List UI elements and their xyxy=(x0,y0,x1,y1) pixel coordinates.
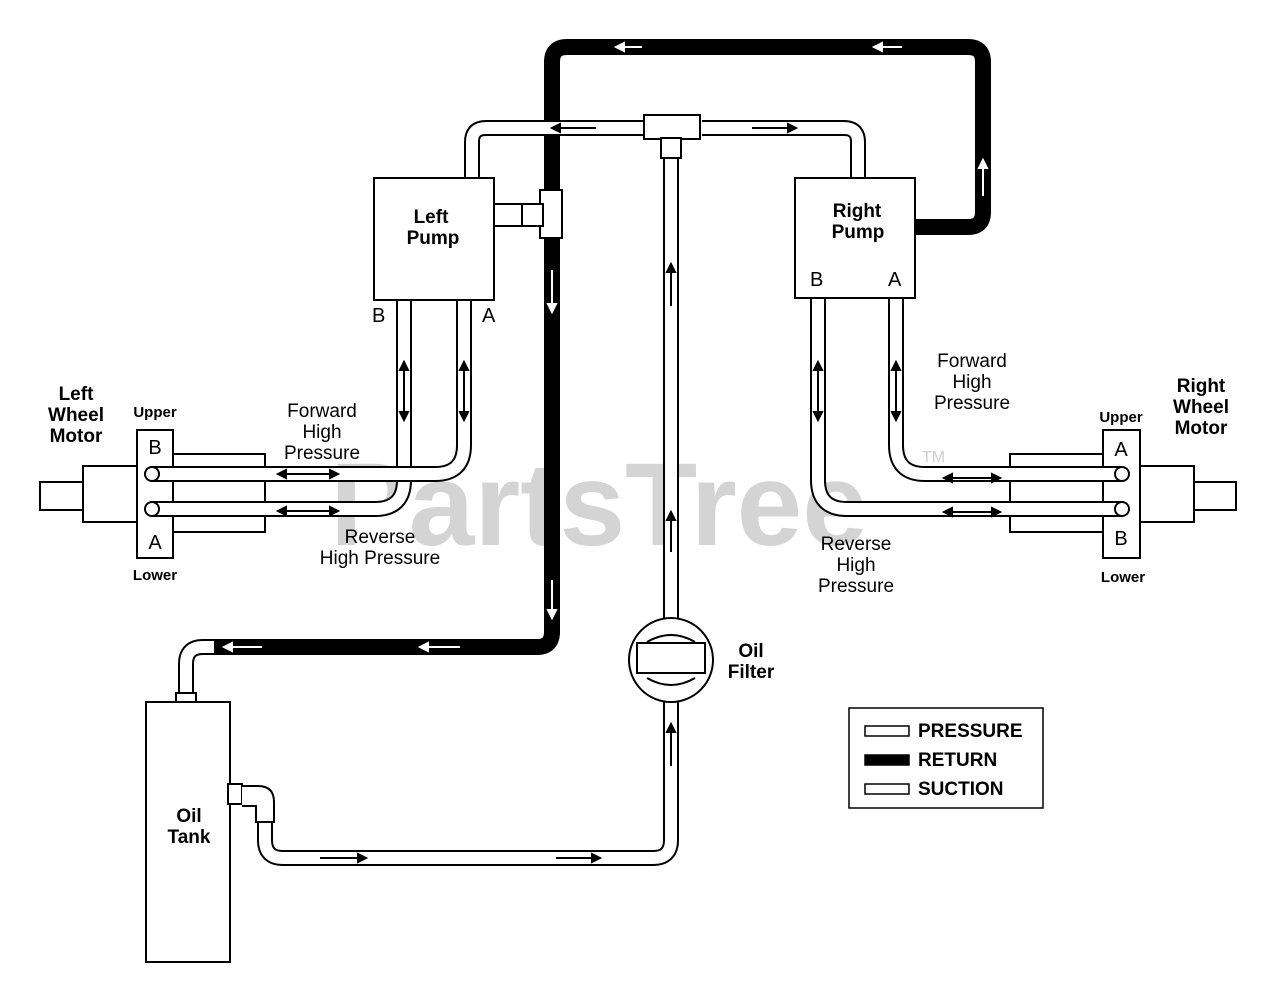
pump-feed-pipe xyxy=(464,120,866,178)
right-wheel-motor-label-3: Motor xyxy=(1175,418,1228,439)
right-motor-lower: Lower xyxy=(1101,569,1145,586)
left-motor-port-a: A xyxy=(148,532,162,554)
oil-tank xyxy=(145,701,231,963)
legend: PRESSURE RETURN SUCTION xyxy=(848,707,1044,809)
right-pump-lines xyxy=(810,298,1122,517)
bidirectional-arrows xyxy=(275,359,1003,518)
watermark-tm: TM xyxy=(922,449,945,466)
pressure-flow-arrows xyxy=(320,122,799,864)
right-pump-label-1: Right xyxy=(833,201,882,222)
left-pump-label-2: Pump xyxy=(407,228,460,249)
right-forward-label-1: Forward xyxy=(937,351,1007,372)
right-pump-label-2: Pump xyxy=(832,222,885,243)
right-reverse-label-3: Pressure xyxy=(818,576,894,597)
oil-filter-label-2: Filter xyxy=(728,662,775,683)
right-wheel-motor xyxy=(1009,429,1237,559)
left-motor-upper: Upper xyxy=(133,404,177,421)
tank-return-stub xyxy=(178,639,214,700)
legend-item-return: RETURN xyxy=(918,750,997,771)
left-motor-port-b: B xyxy=(148,437,161,459)
right-reverse-label-1: Reverse xyxy=(821,534,892,555)
right-motor-port-a: A xyxy=(1114,439,1128,461)
left-wheel-motor xyxy=(39,429,266,559)
oil-filter-label-1: Oil xyxy=(738,641,763,662)
return-line xyxy=(544,39,991,235)
left-reverse-label-1: Reverse xyxy=(345,527,416,548)
left-wheel-motor-label-1: Left xyxy=(59,384,95,405)
left-motor-lower: Lower xyxy=(133,567,177,584)
left-wheel-motor-label-2: Wheel xyxy=(48,405,104,426)
right-pump-port-b: B xyxy=(810,269,823,291)
oil-tank-label-2: Tank xyxy=(168,827,211,848)
right-forward-label-3: Pressure xyxy=(934,393,1010,414)
return-flow-arrows xyxy=(221,41,989,653)
legend-item-pressure: PRESSURE xyxy=(918,721,1023,742)
right-motor-port-b: B xyxy=(1114,528,1127,550)
left-pump-lines xyxy=(152,300,472,517)
left-pump-fitting xyxy=(493,203,523,227)
right-motor-upper: Upper xyxy=(1099,409,1143,426)
tee-fitting xyxy=(643,114,701,140)
left-forward-label-2: High xyxy=(302,422,341,443)
left-forward-label-1: Forward xyxy=(287,401,357,422)
left-forward-label-3: Pressure xyxy=(284,443,360,464)
return-tee-stem xyxy=(520,203,544,227)
left-pump xyxy=(373,177,495,301)
left-wheel-motor-label-3: Motor xyxy=(50,426,103,447)
watermark: PartsTree xyxy=(330,439,868,571)
right-reverse-label-2: High xyxy=(836,555,875,576)
tee-stem xyxy=(660,137,682,159)
oil-tank-label-1: Oil xyxy=(176,806,201,827)
left-pump-label-1: Left xyxy=(414,207,450,228)
right-forward-label-2: High xyxy=(952,372,991,393)
right-wheel-motor-label-2: Wheel xyxy=(1173,397,1229,418)
legend-swatch-suction xyxy=(864,783,910,795)
right-wheel-motor-label-1: Right xyxy=(1177,376,1226,397)
left-reverse-label-2: High Pressure xyxy=(320,548,440,569)
tank-elbow xyxy=(242,785,275,823)
oil-filter xyxy=(628,617,714,703)
legend-item-suction: SUCTION xyxy=(918,779,1004,800)
left-pump-port-a: A xyxy=(482,305,496,327)
legend-swatch-return xyxy=(864,754,910,766)
legend-swatch-pressure xyxy=(864,725,910,737)
right-pump-port-a: A xyxy=(888,269,902,291)
left-pump-port-b: B xyxy=(372,305,385,327)
tank-side-fitting xyxy=(227,783,243,805)
return-line-to-tank xyxy=(212,238,560,655)
right-pump xyxy=(794,177,916,299)
